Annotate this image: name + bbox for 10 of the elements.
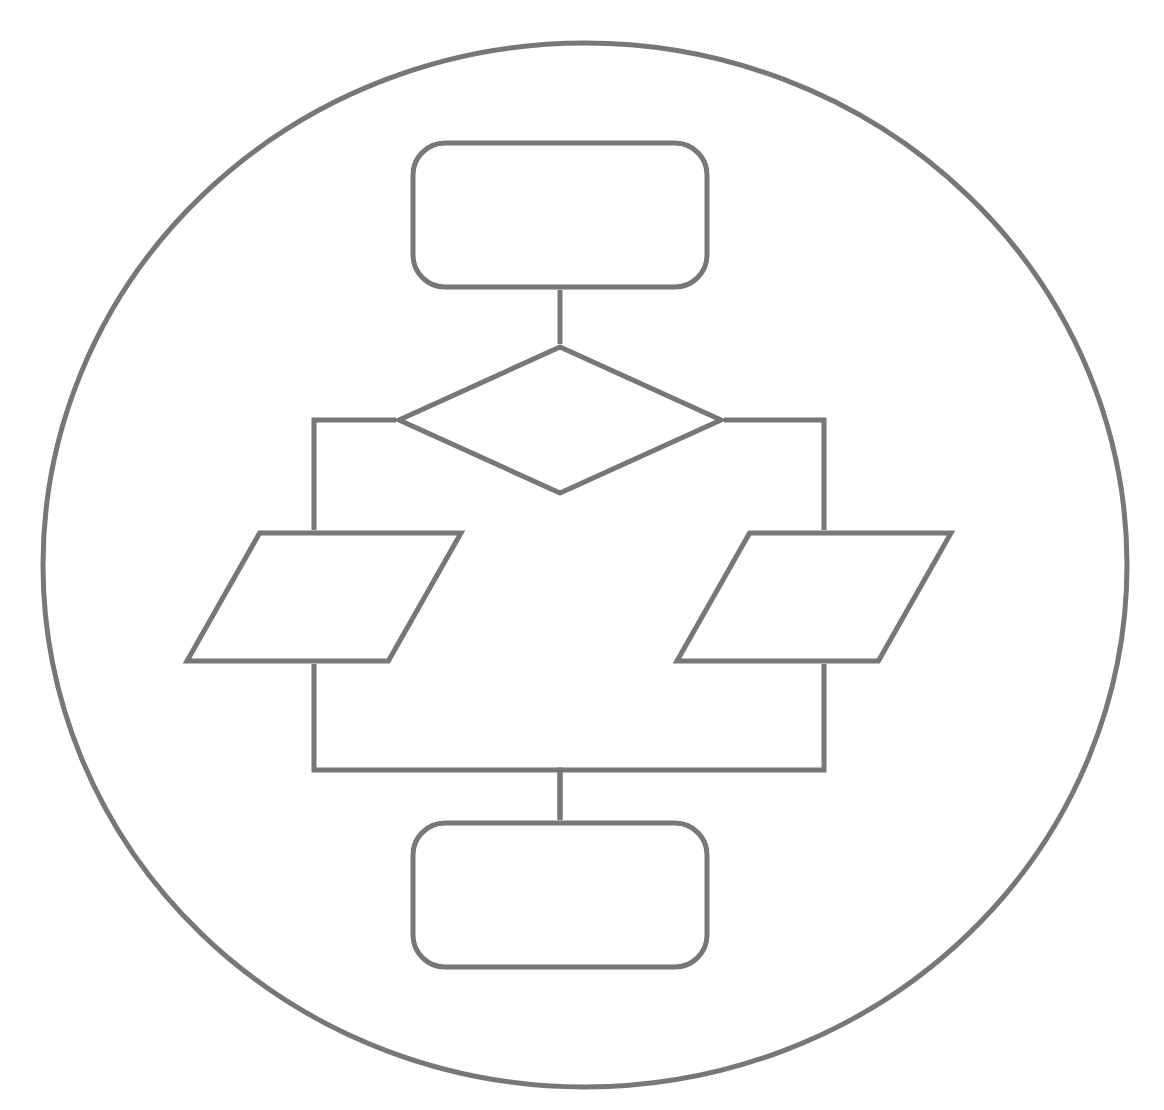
connector-line xyxy=(557,664,827,820)
terminal-box xyxy=(410,140,710,290)
connector-line xyxy=(724,417,827,530)
terminal-box xyxy=(410,820,710,970)
io-parallelogram xyxy=(184,530,464,664)
decision-diamond xyxy=(396,344,724,496)
circle-frame xyxy=(40,40,1130,1090)
connector-line xyxy=(557,290,563,344)
io-parallelogram xyxy=(674,530,954,664)
connector-line xyxy=(311,417,396,530)
